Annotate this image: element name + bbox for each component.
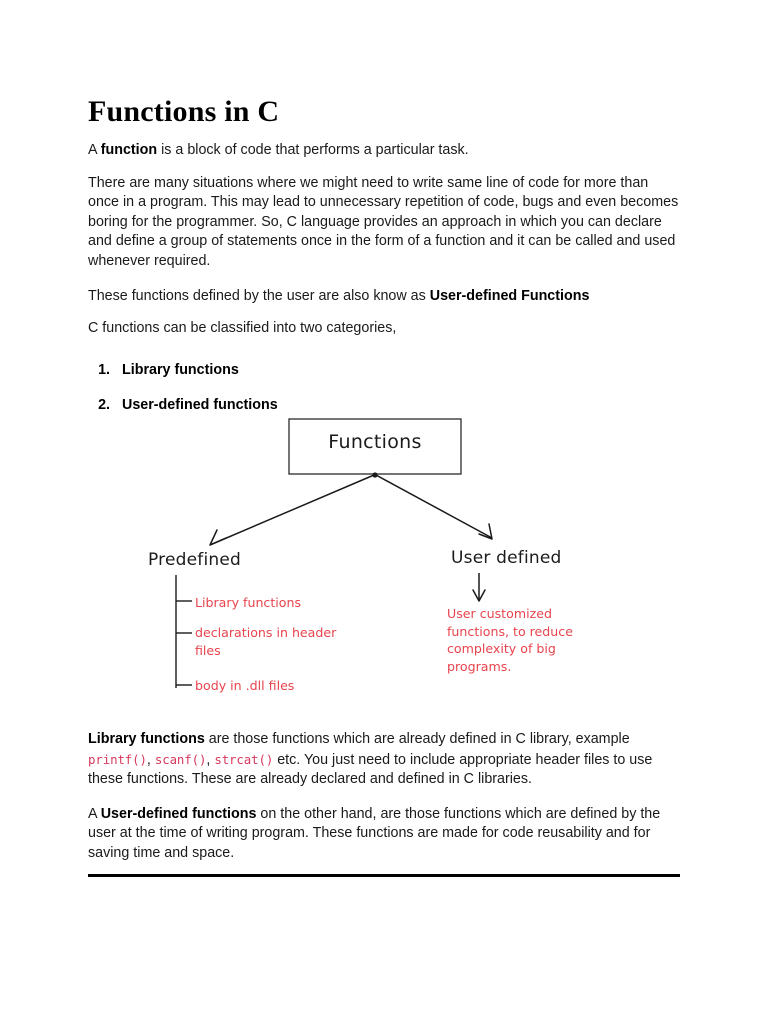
- code-printf: printf(): [88, 751, 147, 767]
- paragraph-categories: C functions can be classified into two c…: [88, 320, 397, 337]
- paragraph-definition: A function is a block of code that perfo…: [88, 141, 680, 161]
- arrow-to-predefined: [209, 474, 375, 546]
- paragraph-library-functions: Library functions are those functions wh…: [88, 730, 680, 790]
- closing-section: Library functions are those functions wh…: [88, 730, 680, 879]
- list-item: User-defined functions: [114, 396, 680, 415]
- userdefined-bold-term: User-defined Functions: [429, 287, 590, 304]
- definition-lead: A: [88, 142, 101, 158]
- library-text-2: etc. You just need to include appropriat…: [88, 751, 653, 788]
- user-bold-term: User-defined functions: [100, 805, 257, 822]
- functions-hierarchy-diagram: Functions Predefined User defined Librar…: [88, 405, 680, 705]
- library-bold-term: Library functions: [88, 731, 205, 747]
- arrow-to-userdefined: [375, 474, 493, 539]
- arrowhead-predefined-icon: [209, 529, 227, 546]
- branch-label-userdefined: User defined: [451, 548, 562, 568]
- list-item: Library functions: [114, 361, 680, 380]
- code-sep-1: ,: [146, 751, 155, 768]
- user-prefix: A: [88, 805, 101, 822]
- category-list: Library functions User-defined functions: [88, 361, 680, 415]
- paragraph-motivation: There are many situations where we might…: [88, 174, 679, 269]
- arrowhead-note-icon: [472, 589, 486, 602]
- userdefined-note: User customized functions, to reduce com…: [447, 606, 573, 674]
- predefined-item-1: Library functions: [195, 595, 302, 610]
- arrowhead-userdefined-icon: [478, 523, 493, 540]
- user-text: on the other hand, are those functions w…: [88, 805, 661, 861]
- paragraph-userdefined: These functions defined by the user are …: [88, 287, 680, 307]
- predefined-item-3: body in .dll files: [195, 678, 295, 693]
- branch-junction-dot: [372, 472, 378, 478]
- functions-box-label: Functions: [328, 431, 422, 453]
- document-body: Functions in C A function is a block of …: [88, 95, 680, 431]
- code-strcat: strcat(): [214, 751, 274, 767]
- predefined-item-2: declarations in header files: [195, 625, 337, 658]
- definition-bold-term: function: [100, 142, 158, 158]
- definition-rest: is a block of code that performs a parti…: [157, 142, 469, 158]
- horizontal-rule: [88, 874, 680, 877]
- code-scanf: scanf(): [154, 751, 207, 767]
- code-sep-2: ,: [206, 751, 215, 768]
- page-title: Functions in C: [88, 95, 280, 128]
- library-text-1: are those functions which are already de…: [204, 731, 630, 747]
- diagram-strokes: [175, 418, 493, 688]
- branch-label-predefined: Predefined: [148, 550, 242, 570]
- userdefined-prefix: These functions defined by the user are …: [88, 287, 430, 304]
- paragraph-user-defined-functions: A User-defined functions on the other ha…: [88, 805, 680, 864]
